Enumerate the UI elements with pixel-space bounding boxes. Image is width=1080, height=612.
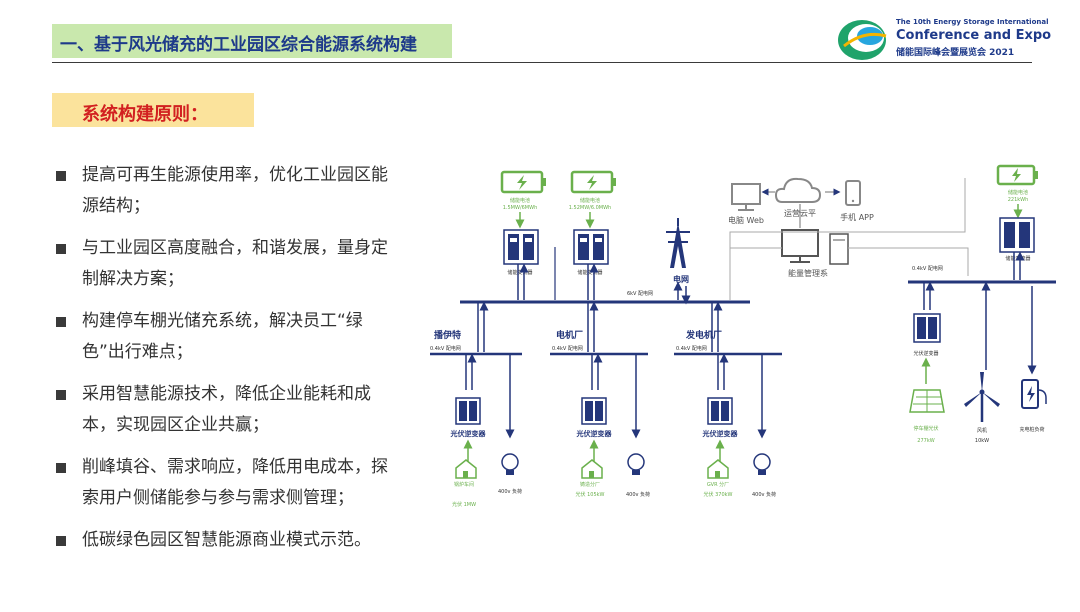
battery-2: 储能电池 1.52MW/6.0MWh — [569, 170, 616, 211]
principle-heading-bar — [52, 93, 254, 127]
header-divider — [52, 62, 1032, 63]
logo-line3: 储能国际峰会暨展览会 2021 — [896, 48, 1015, 58]
bullet-square-icon — [56, 536, 66, 546]
list-item: 构建停车棚光储充系统，解决员工“绿色”出行难点； — [56, 306, 396, 368]
right-pcs-label: 储能变流器 — [1005, 255, 1030, 262]
battery-1-label: 储能电池 — [510, 197, 530, 204]
right-pcs: 储能变流器 — [999, 217, 1035, 262]
logo-line1: The 10th Energy Storage International — [896, 18, 1049, 26]
solar-house-icon — [581, 459, 603, 479]
ev-charger-icon — [1021, 379, 1047, 409]
list-item-text: 低碳绿色园区智慧能源商业模式示范。 — [82, 530, 371, 550]
list-item-text: 提高可再生能源使用率，优化工业园区能源结构； — [82, 165, 388, 216]
inverter-3-label: 光伏逆变器 — [702, 429, 739, 438]
pv-2-spec: 光伏 105kW — [576, 491, 605, 498]
title-bar — [52, 24, 452, 58]
page-title: 一、基于风光储充的工业园区综合能源系统构建 — [60, 35, 417, 55]
carport-label: 停车棚光伏 — [913, 425, 938, 432]
lightbulb-icon — [753, 453, 771, 475]
phone-icon — [845, 180, 861, 206]
bullet-square-icon — [56, 244, 66, 254]
pv-2-label: 铸造分厂 — [580, 481, 600, 488]
list-item-text: 采用智慧能源技术，降低企业能耗和成本，实现园区企业共赢； — [82, 384, 371, 435]
section-1-title: 播伊特 — [434, 329, 461, 341]
battery-1-spec: 1.5MW/6MWh — [503, 205, 538, 211]
pcs-1-label: 储能变流器 — [507, 269, 532, 276]
list-item: 采用智慧能源技术，降低企业能耗和成本，实现园区企业共赢； — [56, 379, 396, 441]
load-1-label: 400v 负荷 — [498, 488, 522, 495]
ems-computer-icon — [781, 229, 849, 265]
right-battery-spec: 221kWh — [1008, 197, 1029, 203]
bus-04kv-label: 0.4kV 配电网 — [552, 345, 583, 352]
inverter-3: 光伏逆变器 — [702, 397, 739, 438]
section-2-title: 电机厂 — [556, 329, 583, 341]
solar-house-icon — [707, 459, 729, 479]
list-item: 削峰填谷、需求响应，降低用电成本，探索用户侧储能参与参与需求侧管理； — [56, 452, 396, 514]
bus-04kv-label: 0.4kV 配电网 — [430, 345, 461, 352]
list-item: 低碳绿色园区智慧能源商业模式示范。 — [56, 525, 396, 556]
list-item: 提高可再生能源使用率，优化工业园区能源结构； — [56, 160, 396, 222]
bullet-square-icon — [56, 317, 66, 327]
bus-04kv-label: 0.4kV 配电网 — [676, 345, 707, 352]
logo-line2: Conference and Expo — [896, 28, 1052, 43]
expo-logo-icon — [838, 20, 887, 60]
pcs-2: 储能变流器 — [573, 229, 609, 276]
list-item-text: 削峰填谷、需求响应，降低用电成本，探索用户侧储能参与参与需求侧管理； — [82, 457, 388, 508]
pv-1-label: 锅炉车间 — [454, 481, 474, 488]
inverter-1-label: 光伏逆变器 — [450, 429, 487, 438]
right-inverter: 光伏逆变器 — [913, 313, 941, 357]
carport-spec: 277kW — [917, 438, 934, 444]
wind-label: 风机 — [977, 427, 987, 434]
pv-3-spec: 光伏 370kW — [704, 491, 733, 498]
grid-tower-icon — [666, 218, 690, 268]
load-3-label: 400v 负荷 — [752, 491, 776, 498]
bullet-square-icon — [56, 463, 66, 473]
load-2-label: 400v 负荷 — [626, 491, 650, 498]
inverter-2: 光伏逆变器 — [576, 397, 613, 438]
right-bus-label: 0.4kV 配电网 — [912, 265, 943, 272]
solar-panel-icon — [909, 389, 945, 413]
lightbulb-icon — [627, 453, 645, 475]
pv-1-spec: 光伏 1MW — [452, 501, 476, 508]
wind-turbine-icon — [964, 372, 1000, 422]
pv-3-label: GVR 分厂 — [707, 481, 729, 488]
computer-icon — [731, 183, 761, 211]
right-battery: 储能电池 221kWh — [996, 164, 1038, 203]
principle-heading: 系统构建原则： — [82, 104, 208, 125]
charger-label: 充电桩负荷 — [1019, 426, 1044, 433]
pcs-2-label: 储能变流器 — [577, 269, 602, 276]
solar-house-icon — [455, 459, 477, 479]
bullet-square-icon — [56, 171, 66, 181]
right-battery-label: 储能电池 — [1008, 189, 1028, 196]
principle-list: 提高可再生能源使用率，优化工业园区能源结构； 与工业园区高度融合，和谐发展，量身… — [56, 160, 396, 567]
pcs-1: 储能变流器 — [503, 229, 539, 276]
energy-system-diagram: 储能电池 1.5MW/6MWh 储能变流器 储能电池 1.52MW/6.0MWh… — [430, 164, 1056, 508]
ems-label: 能量管理系 — [788, 268, 828, 278]
list-item-text: 与工业园区高度融合，和谐发展，量身定制解决方案； — [82, 238, 388, 289]
computer-label: 电脑 Web — [728, 215, 764, 225]
section-3-title: 发电机厂 — [685, 329, 722, 341]
battery-1: 储能电池 1.5MW/6MWh — [500, 170, 546, 211]
right-inverter-label: 光伏逆变器 — [913, 350, 938, 357]
battery-2-label: 储能电池 — [580, 197, 600, 204]
bus-6kv-label: 6kV 配电网 — [627, 290, 653, 297]
list-item: 与工业园区高度融合，和谐发展，量身定制解决方案； — [56, 233, 396, 295]
phone-label: 手机 APP — [840, 212, 874, 222]
inverter-1: 光伏逆变器 — [450, 397, 487, 438]
inverter-2-label: 光伏逆变器 — [576, 429, 613, 438]
wind-spec: 10kW — [975, 438, 989, 444]
battery-2-spec: 1.52MW/6.0MWh — [569, 205, 611, 211]
grid-label: 电网 — [673, 274, 689, 284]
list-item-text: 构建停车棚光储充系统，解决员工“绿色”出行难点； — [82, 311, 363, 362]
cloud-icon — [774, 177, 822, 203]
bullet-square-icon — [56, 390, 66, 400]
lightbulb-icon — [501, 453, 519, 475]
